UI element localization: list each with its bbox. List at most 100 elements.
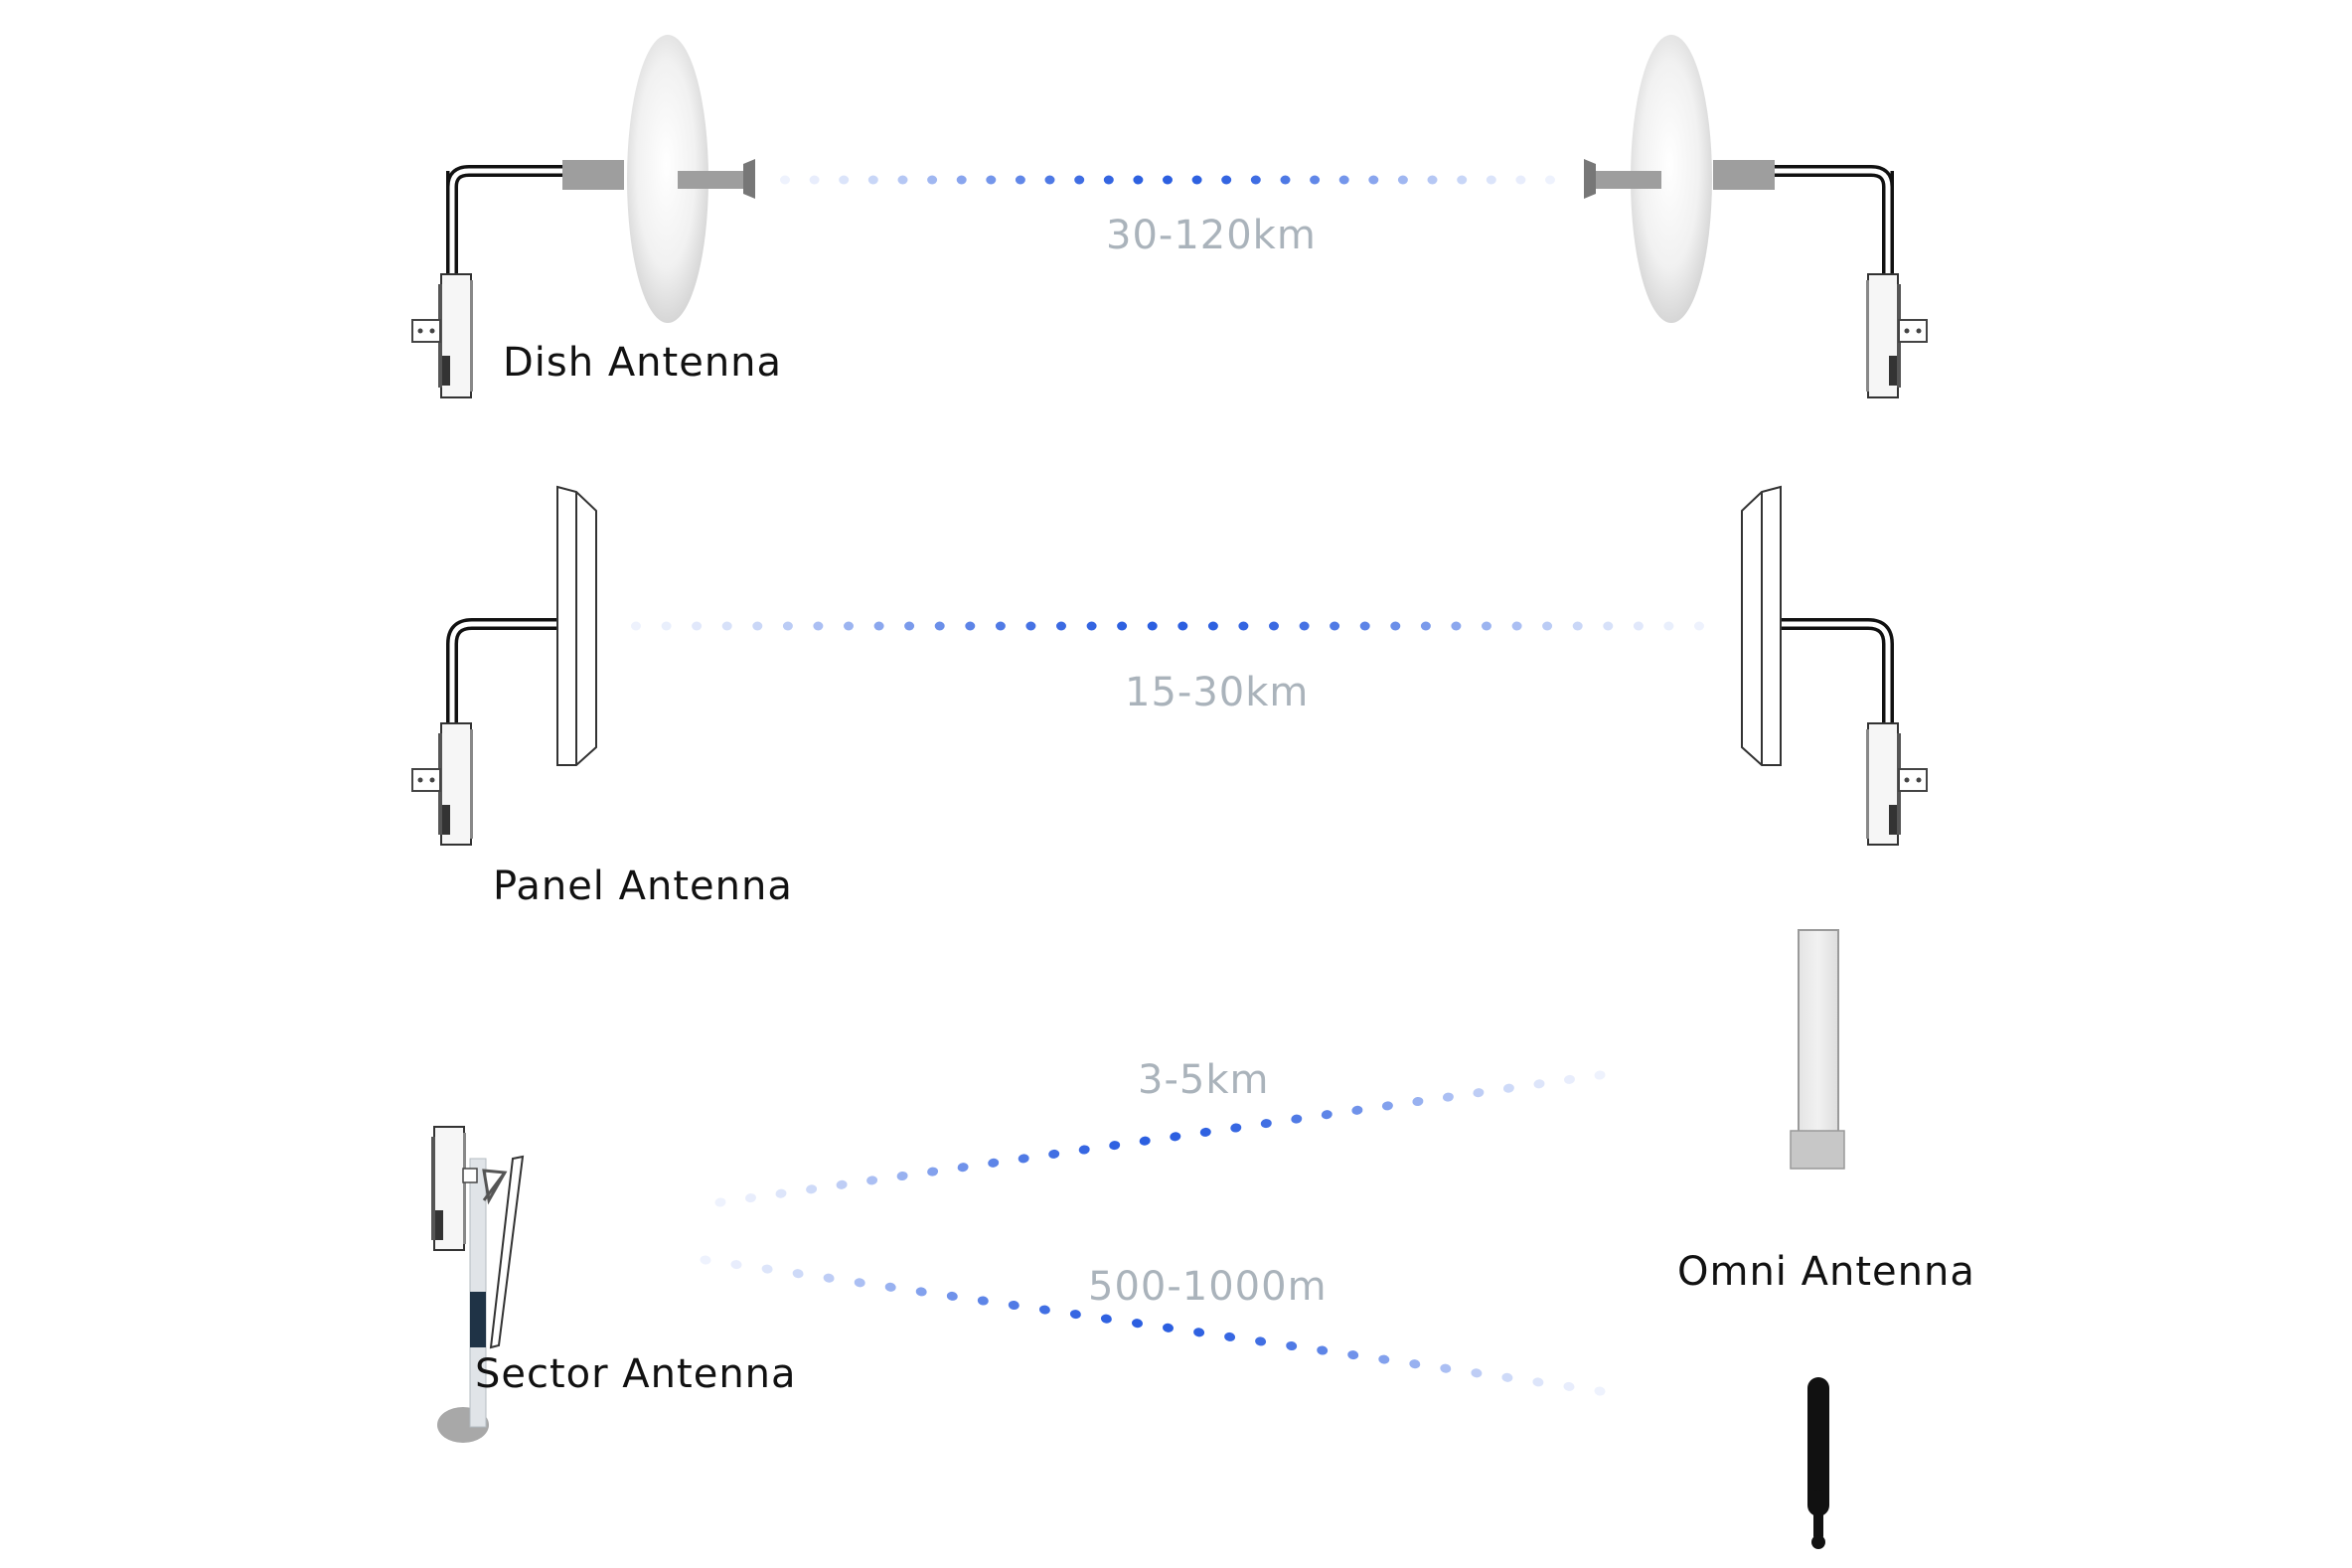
signal-dot xyxy=(1191,175,1202,185)
signal-dot xyxy=(782,621,793,631)
signal-dot xyxy=(1230,1123,1242,1133)
signal-dot xyxy=(661,621,672,631)
signal-dot xyxy=(1381,1101,1393,1111)
signal-dot xyxy=(1086,621,1097,631)
signal-dot xyxy=(1427,175,1438,185)
signal-dot xyxy=(1347,1350,1359,1360)
signal-dot xyxy=(745,1193,756,1203)
signal-dot xyxy=(1132,1319,1143,1329)
signal-dot xyxy=(854,1278,865,1288)
panel-signal-dots xyxy=(631,621,1704,631)
signal-dot xyxy=(1694,621,1704,631)
signal-dot xyxy=(809,175,820,185)
signal-dot xyxy=(700,1255,711,1265)
signal-dot xyxy=(1473,1088,1485,1098)
signal-dot xyxy=(1015,175,1025,185)
signal-dot xyxy=(1594,1386,1606,1396)
signal-dot xyxy=(1412,1096,1424,1107)
signal-dot xyxy=(1147,621,1158,631)
signal-dot xyxy=(1440,1363,1452,1373)
sector-to-omni-signal-dots xyxy=(714,1070,1606,1207)
signal-dot xyxy=(1563,1381,1575,1391)
signal-dot xyxy=(1280,175,1291,185)
signal-dot xyxy=(946,1291,958,1301)
signal-dot xyxy=(896,1171,908,1181)
signal-dot xyxy=(956,175,967,185)
sector-to-stubby-distance-label: 500-1000m xyxy=(1088,1264,1328,1310)
dish-antenna-label: Dish Antenna xyxy=(503,340,782,386)
panel-distance-label: 15-30km xyxy=(1125,670,1309,715)
signal-dot xyxy=(1207,621,1218,631)
signal-dot xyxy=(1008,1300,1019,1311)
signal-dot xyxy=(761,1264,773,1274)
signal-dot xyxy=(1260,1119,1272,1129)
signal-dot xyxy=(1515,175,1526,185)
signal-dot xyxy=(867,175,878,185)
panel-antenna-label: Panel Antenna xyxy=(493,863,793,909)
signal-dot xyxy=(1286,1340,1298,1351)
signal-dot xyxy=(1044,175,1055,185)
signal-dot xyxy=(813,621,824,631)
signal-dot xyxy=(1025,621,1036,631)
signal-dot xyxy=(1486,175,1496,185)
signal-dot xyxy=(1330,621,1340,631)
signal-dot xyxy=(904,621,915,631)
sector-antenna-label: Sector Antenna xyxy=(475,1351,797,1397)
signal-dot xyxy=(1533,1079,1545,1089)
signal-dot xyxy=(721,621,732,631)
signal-dot xyxy=(1603,621,1614,631)
signal-dot xyxy=(1457,175,1468,185)
signal-dot xyxy=(631,621,641,631)
signal-dot xyxy=(823,1273,835,1283)
signal-dot xyxy=(844,621,854,631)
signal-dot xyxy=(1359,621,1370,631)
signal-dot xyxy=(839,175,850,185)
stubby-antenna xyxy=(1807,1377,1829,1549)
signal-dot xyxy=(752,621,763,631)
omni-antenna-label: Omni Antenna xyxy=(1677,1249,1975,1295)
signal-dot xyxy=(1193,1328,1205,1337)
signal-dot xyxy=(1451,621,1462,631)
signal-dot xyxy=(1390,621,1401,631)
signal-dot xyxy=(1170,1132,1181,1142)
signal-dot xyxy=(1224,1332,1236,1341)
signal-dot xyxy=(986,175,997,185)
signal-dot xyxy=(1269,621,1279,631)
signal-dot xyxy=(915,1287,927,1297)
signal-dot xyxy=(692,621,703,631)
dish-antenna-right xyxy=(1584,35,1928,398)
signal-dot xyxy=(1038,1305,1050,1315)
signal-dot xyxy=(1511,621,1522,631)
signal-dot xyxy=(714,1197,726,1207)
signal-dot xyxy=(1663,621,1674,631)
signal-dot xyxy=(1594,1070,1606,1080)
signal-dot xyxy=(977,1296,989,1306)
signal-dot xyxy=(1532,1377,1544,1387)
signal-dot xyxy=(1397,175,1408,185)
signal-dot xyxy=(1139,1136,1151,1146)
signal-dot xyxy=(1572,621,1583,631)
signal-dot xyxy=(1109,1141,1121,1151)
signal-dot xyxy=(1117,621,1128,631)
signal-dot xyxy=(1420,621,1431,631)
dish-antenna-left xyxy=(411,35,755,398)
signal-dot xyxy=(1338,175,1349,185)
signal-dot xyxy=(873,621,884,631)
signal-dot xyxy=(806,1184,818,1194)
panel-antenna-left xyxy=(411,485,597,846)
sector-to-stubby-signal-dots xyxy=(700,1255,1606,1396)
signal-dot xyxy=(1542,621,1553,631)
sector-to-omni-distance-label: 3-5km xyxy=(1138,1057,1269,1103)
signal-dot xyxy=(1291,1114,1303,1124)
signal-dot xyxy=(927,1167,939,1176)
signal-dot xyxy=(1545,175,1555,185)
signal-dot xyxy=(1378,1354,1390,1364)
signal-dot xyxy=(1564,1074,1575,1084)
signal-dot xyxy=(1250,175,1261,185)
signal-dot xyxy=(1502,1083,1514,1093)
signal-dot xyxy=(995,621,1006,631)
dish-distance-label: 30-120km xyxy=(1106,213,1317,258)
signal-dot xyxy=(1633,621,1644,631)
signal-dot xyxy=(934,621,945,631)
